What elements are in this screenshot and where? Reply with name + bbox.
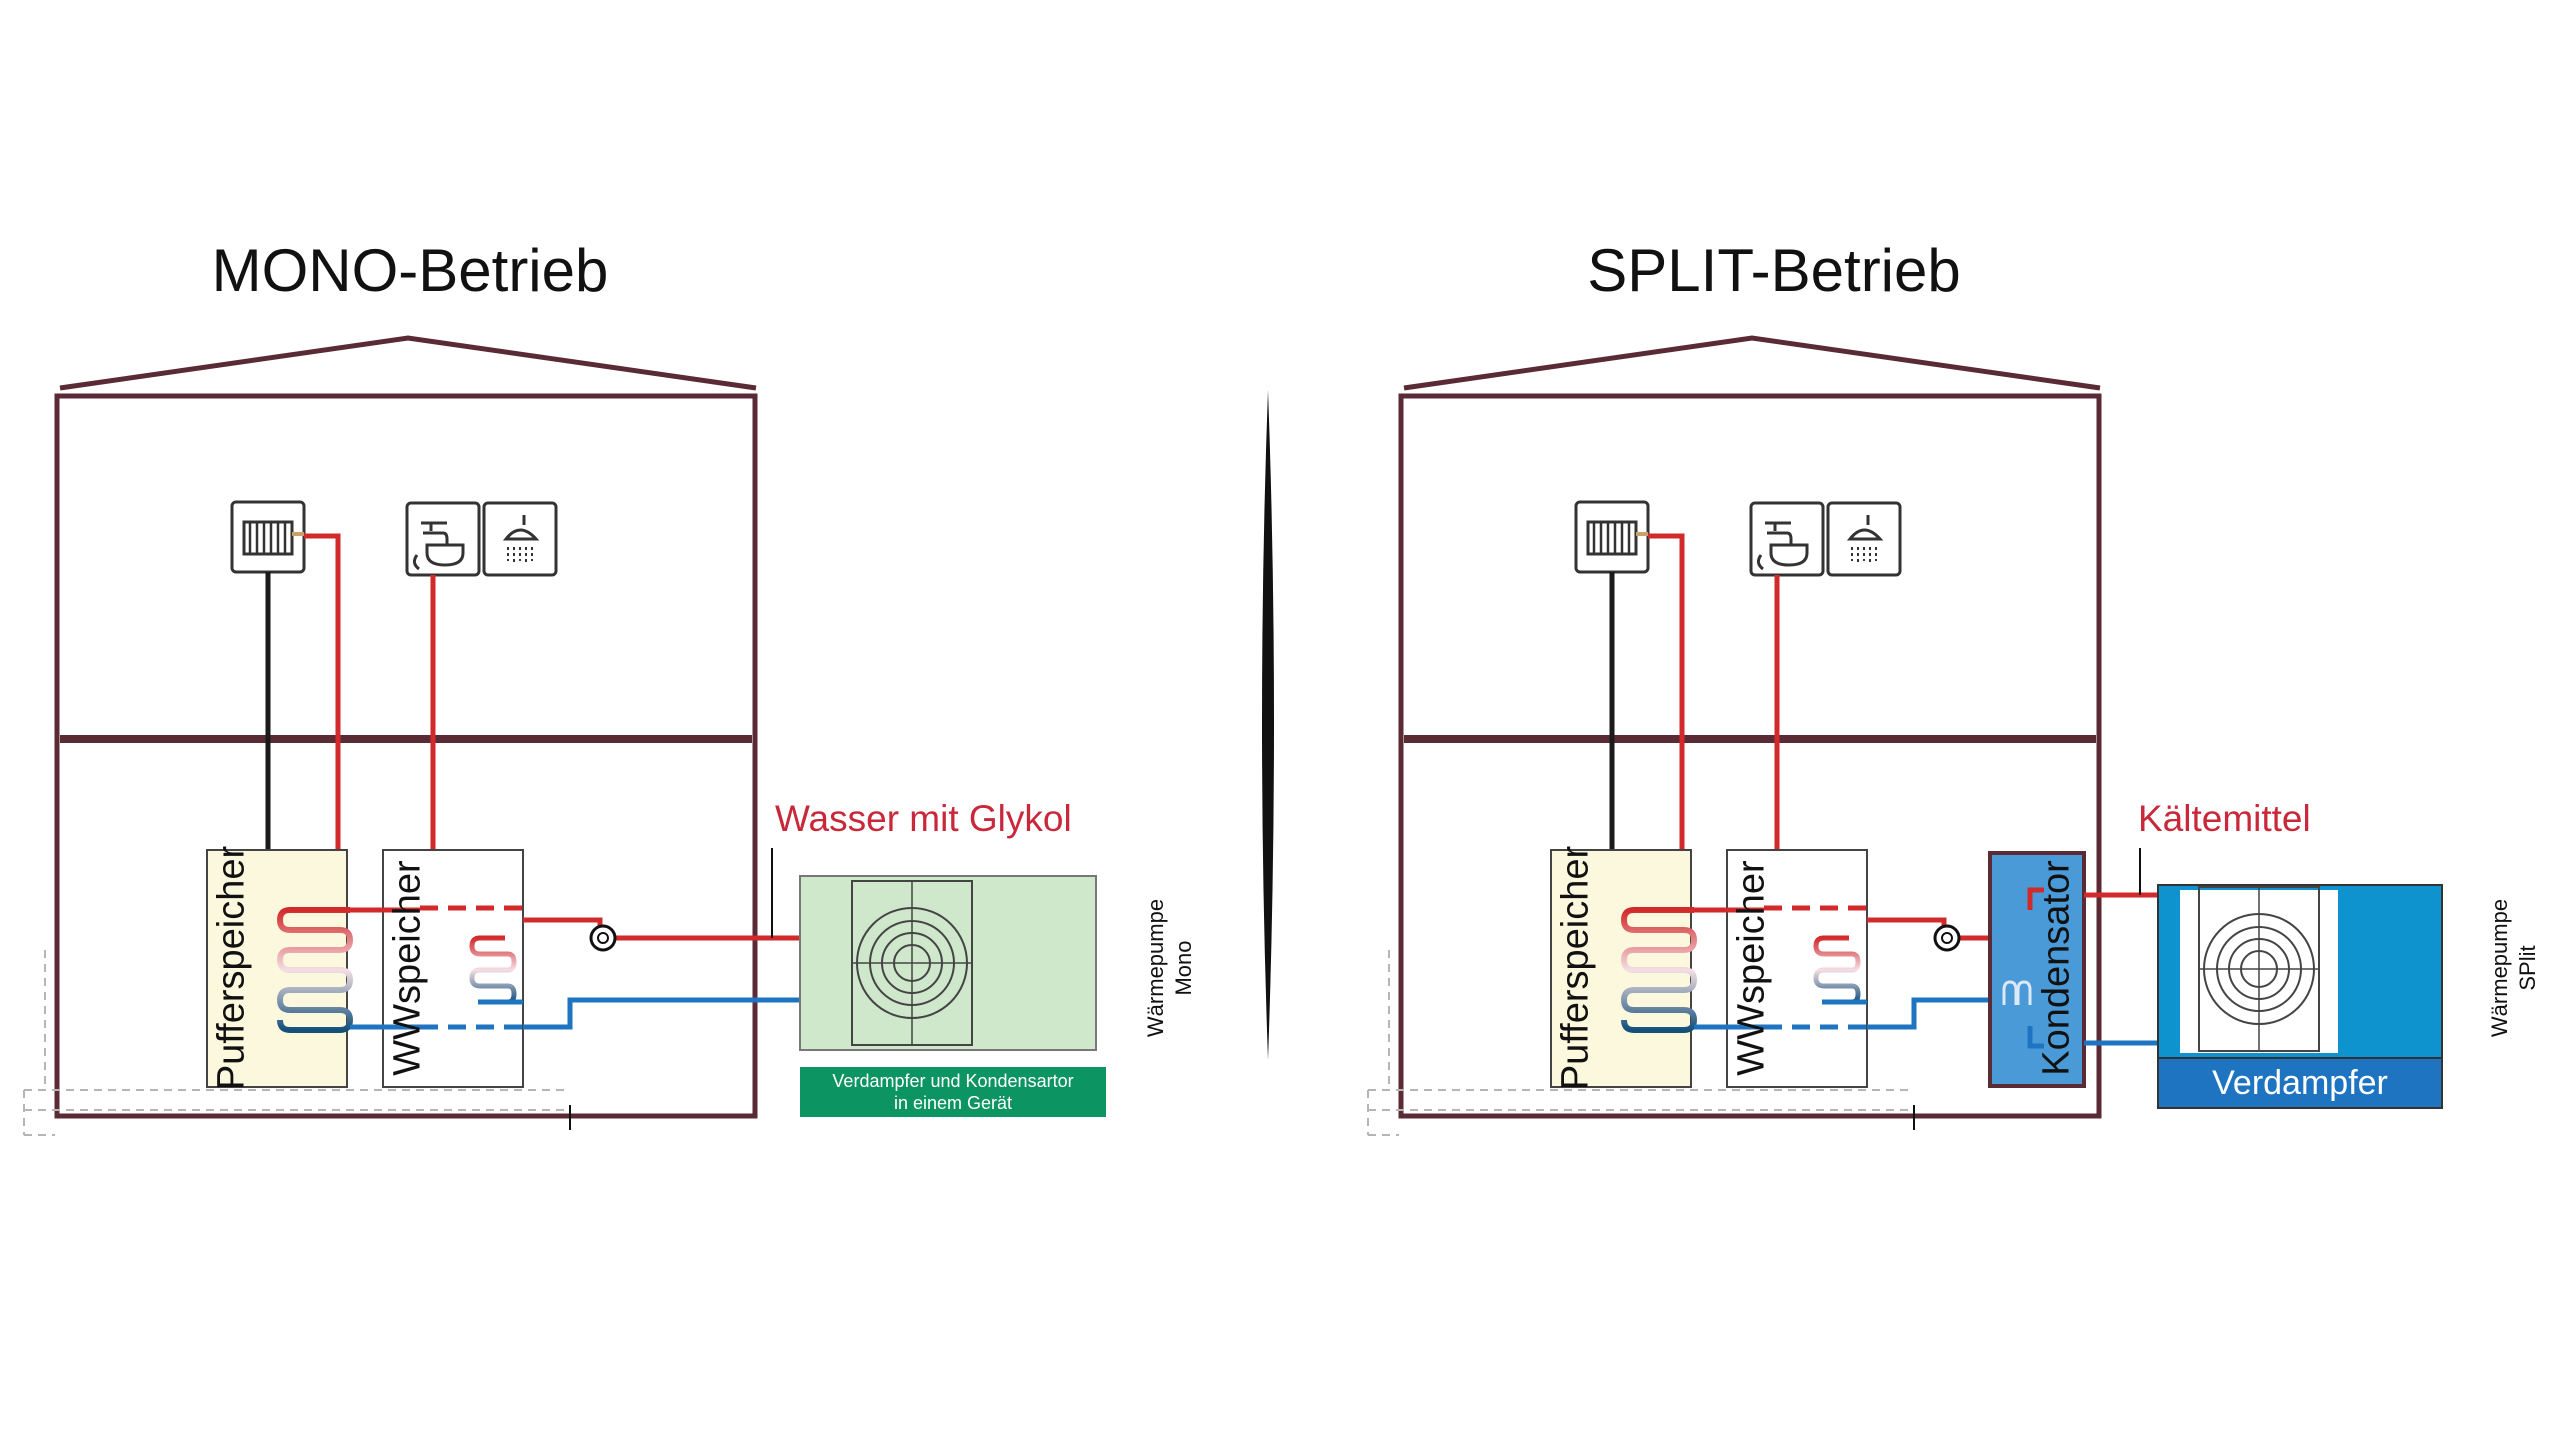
mono-basement-dashes bbox=[23, 950, 565, 1136]
split-evaporator-label: Verdampfer bbox=[2212, 1064, 2388, 1102]
mono-title: MONO-Betrieb bbox=[211, 237, 609, 304]
split-medium-label: Kältemittel bbox=[2138, 798, 2311, 839]
mono-pump-label-line1: Wärmepumpe bbox=[1143, 898, 1168, 1038]
split-dhw-coil bbox=[1813, 935, 1861, 1005]
split-evaporator bbox=[2157, 1057, 2443, 1109]
split-radiator-flow-pipe bbox=[1648, 533, 1685, 850]
sink-faucet-icon bbox=[405, 501, 481, 577]
mono-cold-return-line bbox=[350, 997, 800, 1030]
mono-radiator-flow-pipe bbox=[304, 533, 341, 850]
split-buffer-coil bbox=[1620, 907, 1698, 1033]
mono-unit-caption-line1: Verdampfer und Kondensartor bbox=[832, 1071, 1074, 1091]
mono-unit-caption: Verdampfer und Kondensartor in einem Ger… bbox=[800, 1067, 1106, 1117]
mono-house-outline bbox=[54, 393, 758, 1119]
mono-buffer-coil bbox=[276, 907, 354, 1033]
split-house-outline bbox=[1398, 393, 2102, 1119]
mono-pump-label-line2: Mono bbox=[1171, 940, 1196, 996]
split-cold-return-line bbox=[1694, 997, 1990, 1030]
shower-icon bbox=[482, 501, 558, 577]
split-pump-label: Wärmepumpe SPlit bbox=[2486, 899, 2542, 1037]
split-dhw-label: WWspeicher bbox=[1730, 860, 1773, 1076]
radiator-icon bbox=[1574, 500, 1650, 574]
split-floor-slab bbox=[1404, 735, 2096, 743]
mono-pump-label: Wärmepumpe Mono bbox=[1142, 899, 1198, 1037]
pump-circle-icon bbox=[1933, 924, 1961, 952]
mono-dhw-coil bbox=[469, 935, 517, 1005]
mono-panel bbox=[23, 335, 1097, 1136]
mono-roof bbox=[59, 335, 757, 391]
sink-faucet-icon bbox=[1749, 501, 1825, 577]
split-pump-label-line1: Wärmepumpe bbox=[2487, 898, 2512, 1038]
split-title: SPLIT-Betrieb bbox=[1587, 237, 1961, 304]
mono-dhw-label: WWspeicher bbox=[386, 860, 429, 1076]
mono-medium-label: Wasser mit Glykol bbox=[775, 798, 1072, 839]
mono-floor-slab bbox=[60, 735, 752, 743]
panel-separator bbox=[1262, 390, 1274, 1060]
split-pump-label-line2: SPlit bbox=[2515, 945, 2540, 991]
split-roof bbox=[1403, 335, 2101, 391]
mono-buffer-label: Pufferspeicher bbox=[210, 845, 253, 1091]
split-buffer-label: Pufferspeicher bbox=[1554, 845, 1597, 1091]
split-panel bbox=[1367, 335, 2443, 1136]
pump-circle-icon bbox=[589, 924, 617, 952]
shower-icon bbox=[1826, 501, 1902, 577]
split-basement-dashes bbox=[1367, 950, 1909, 1136]
radiator-icon bbox=[230, 500, 306, 574]
split-condenser-label: Kondensator bbox=[2035, 860, 2078, 1076]
mono-unit-caption-line2: in einem Gerät bbox=[893, 1093, 1013, 1113]
